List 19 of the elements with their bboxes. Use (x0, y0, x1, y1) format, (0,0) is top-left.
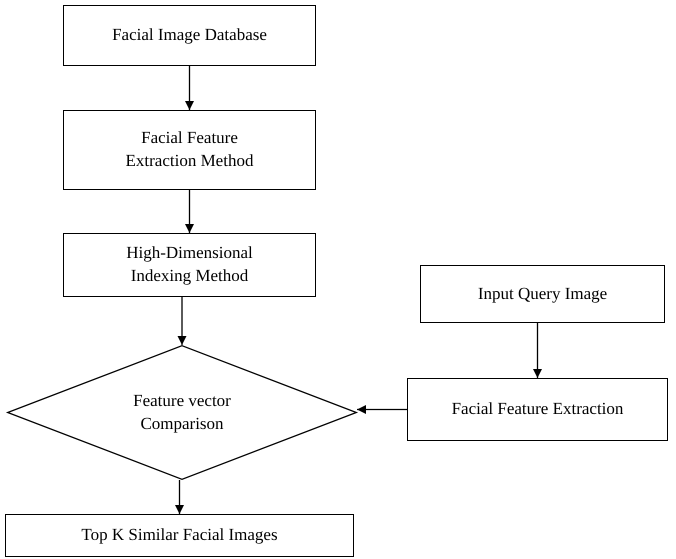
node-label: Feature vector Comparison (132, 390, 232, 435)
arrow (185, 66, 194, 110)
node-label: High-Dimensional Indexing Method (125, 242, 254, 287)
node-label: Top K Similar Facial Images (81, 524, 278, 546)
process-box (63, 5, 316, 66)
arrow (185, 190, 194, 233)
process-box (63, 233, 316, 297)
arrow (533, 323, 542, 378)
arrow (175, 480, 184, 514)
process-box (5, 514, 354, 557)
node-label: Facial Feature Extraction Method (124, 127, 254, 172)
process-box (420, 265, 665, 323)
node-label: Facial Image Database (112, 24, 267, 46)
node-label: Input Query Image (478, 282, 608, 305)
process-box (407, 378, 668, 441)
arrow (357, 405, 407, 414)
process-box (63, 110, 316, 190)
arrow (178, 297, 186, 345)
node-label: Facial Feature Extraction (452, 398, 624, 420)
